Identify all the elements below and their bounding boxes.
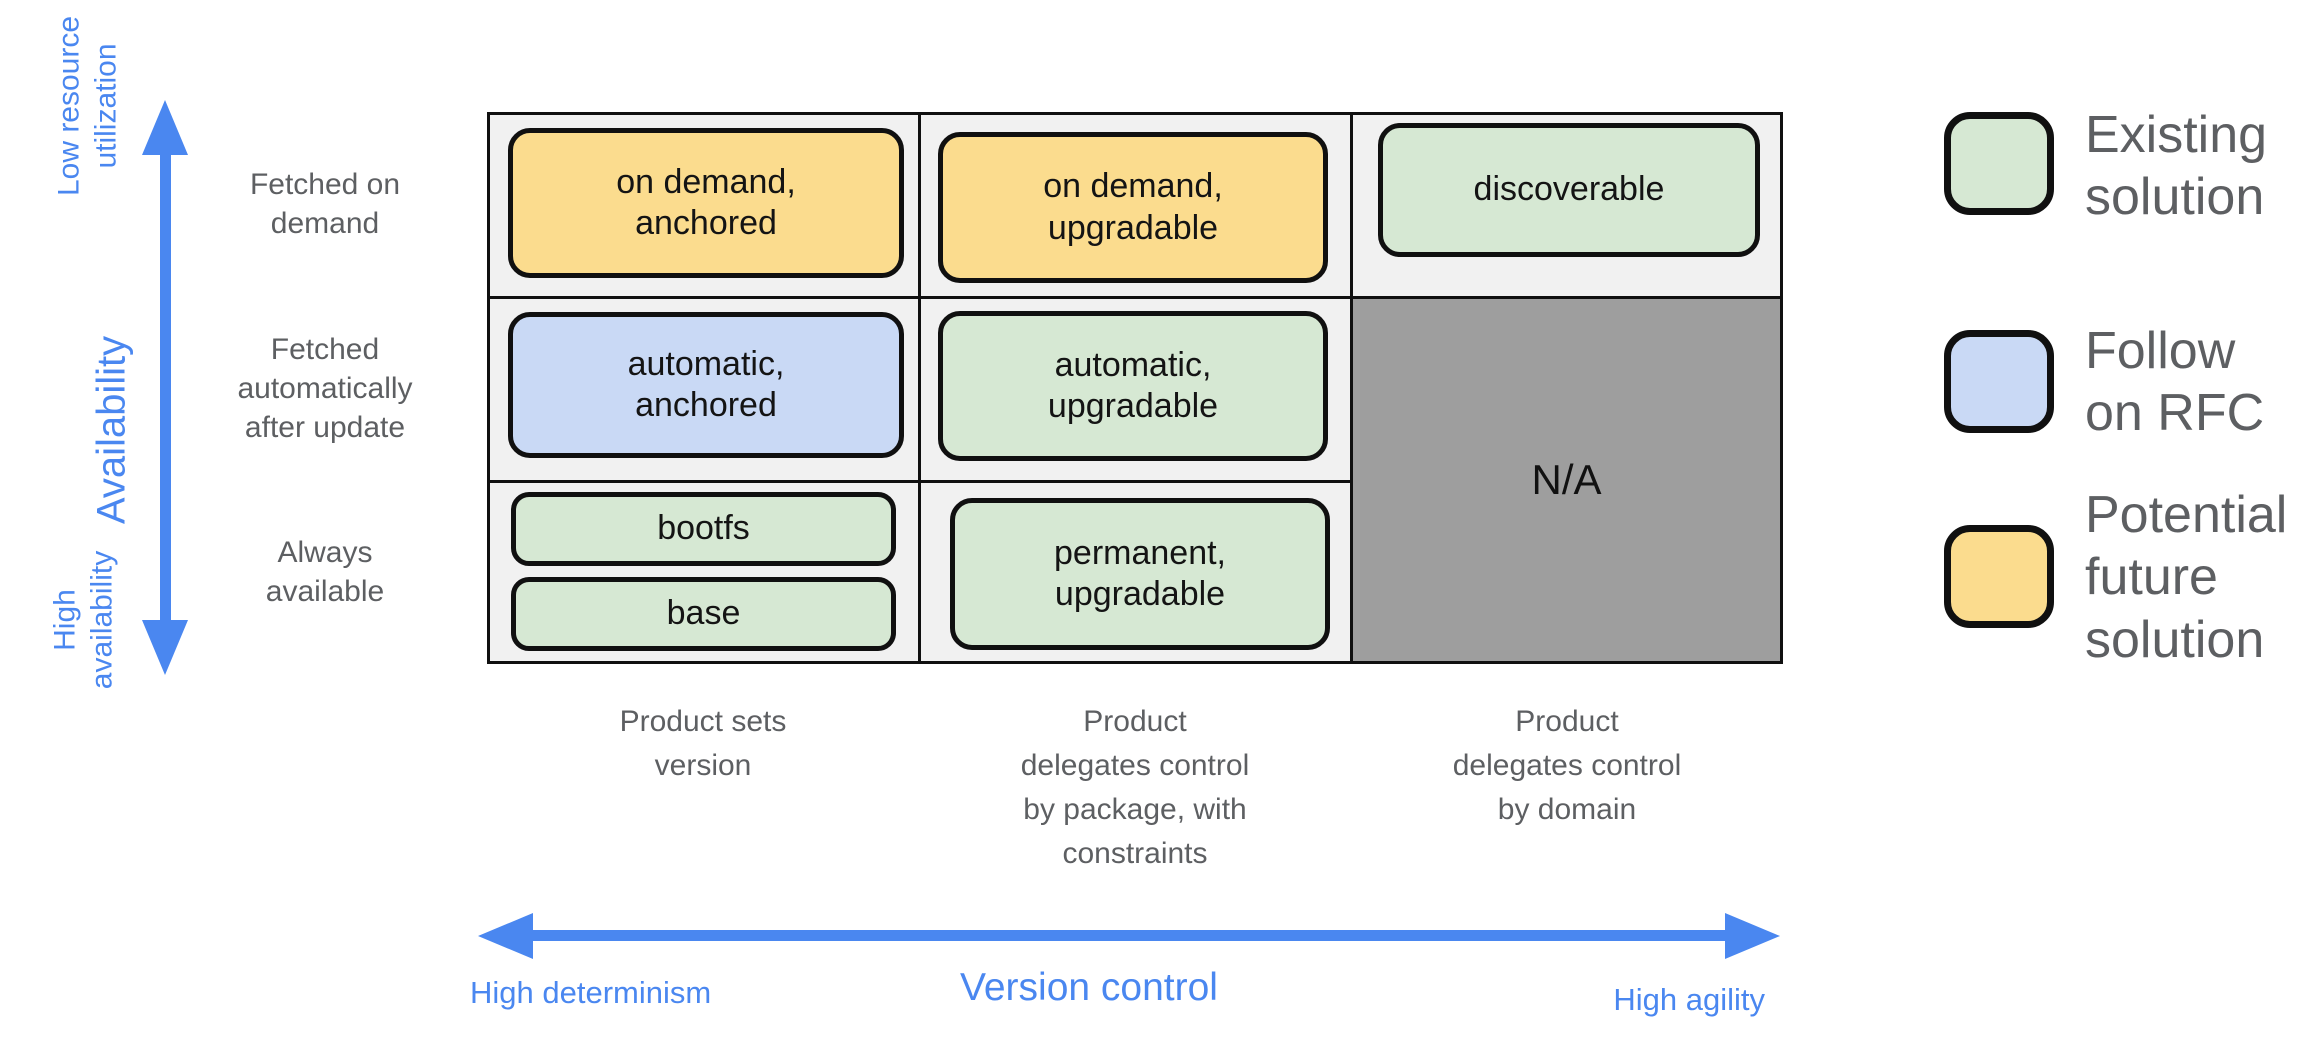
row-label-always-available: Always available	[265, 536, 385, 608]
grid-line-horizontal-1	[490, 296, 1780, 299]
legend-swatch-potential-future-solution	[1944, 525, 2054, 628]
box-bootfs: bootfs	[511, 492, 896, 566]
box-on-demand-upgradable: on demand, upgradable	[938, 132, 1328, 283]
legend-label-follow-on-rfc: Follow on RFC	[2085, 322, 2265, 443]
grid-line-vertical-2	[1350, 115, 1353, 661]
y-axis-top-label: Low resource utilization	[52, 15, 122, 197]
legend-swatch-existing-solution	[1944, 112, 2054, 215]
na-label: N/A	[1531, 456, 1602, 503]
legend-swatch-follow-on-rfc	[1944, 330, 2054, 433]
y-axis-title: Availability	[89, 335, 134, 525]
na-cell: N/A	[1353, 299, 1780, 661]
box-discoverable: discoverable	[1378, 123, 1760, 257]
y-axis-bottom-label: High availability	[48, 550, 118, 690]
matrix-grid: N/A on demand, anchored on demand, upgra…	[487, 112, 1783, 664]
x-axis-left-label: High determinism	[470, 975, 712, 1010]
box-automatic-anchored: automatic, anchored	[508, 312, 904, 458]
column-label-delegates-by-package: Product delegates control by package, wi…	[1020, 705, 1250, 871]
arrow-shaft	[160, 150, 171, 625]
arrow-shaft	[525, 930, 1730, 941]
legend-label-existing-solution: Existing solution	[2085, 106, 2268, 227]
arrow-right-icon	[1725, 913, 1780, 959]
arrow-up-icon	[142, 100, 188, 155]
box-permanent-upgradable: permanent, upgradable	[950, 498, 1330, 650]
row-label-fetched-automatically: Fetched automatically after update	[237, 332, 413, 444]
column-label-delegates-by-domain: Product delegates control by domain	[1452, 705, 1682, 827]
legend-label-potential-future-solution: Potential future solution	[2085, 486, 2288, 669]
grid-line-horizontal-2	[490, 480, 1352, 483]
box-base: base	[511, 577, 896, 651]
grid-line-vertical-1	[918, 115, 921, 661]
x-axis-right-label: High agility	[1613, 982, 1765, 1017]
x-axis-title: Version control	[960, 966, 1218, 1009]
column-label-product-sets-version: Product sets version	[619, 705, 787, 783]
arrow-down-icon	[142, 620, 188, 675]
row-label-fetched-on-demand: Fetched on demand	[249, 168, 401, 240]
box-automatic-upgradable: automatic, upgradable	[938, 311, 1328, 461]
arrow-left-icon	[478, 913, 533, 959]
box-on-demand-anchored: on demand, anchored	[508, 128, 904, 278]
